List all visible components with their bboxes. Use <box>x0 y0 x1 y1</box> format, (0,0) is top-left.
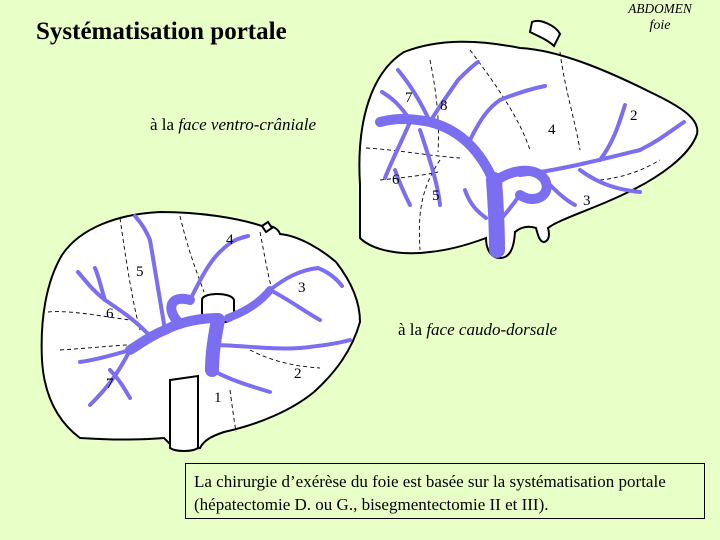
segment-label-top-5: 5 <box>432 188 440 204</box>
section-line-2: foie <box>649 18 671 33</box>
segment-label-top-4: 4 <box>548 122 556 138</box>
portal-trunk-top <box>486 172 505 258</box>
portal-trunk-bottom <box>205 313 225 377</box>
liver-outline-bottom <box>40 210 362 452</box>
segment-lines-bottom <box>47 215 321 433</box>
small-lobe-mark <box>260 220 274 234</box>
section-label: ABDOMEN foie <box>600 2 720 34</box>
slide-title: Systématisation portale <box>36 18 287 45</box>
segment-label-bottom-4: 4 <box>226 232 234 248</box>
liver-outline-top <box>358 40 699 260</box>
caption-top-prefix: à la <box>150 115 179 134</box>
portal-left-branch-bottom <box>224 286 274 322</box>
segment-label-bottom-3: 3 <box>298 280 306 296</box>
caption-top-italic: face ventro-crâniale <box>178 115 317 134</box>
segment-label-top-7: 7 <box>405 90 413 106</box>
liver-caudo-dorsal: 4 5 3 6 7 2 1 <box>40 210 362 452</box>
segment-label-top-8: 8 <box>440 98 448 114</box>
segment-label-bottom-2: 2 <box>294 366 302 382</box>
vena-cava-bottom <box>169 374 199 452</box>
caption-ventro-cranial: à la face ventro-crâniale <box>150 115 316 135</box>
segment-label-bottom-1: 1 <box>214 390 222 406</box>
segment-label-top-3: 3 <box>583 193 591 209</box>
segment-lines-top <box>365 49 661 251</box>
segment-label-bottom-7: 7 <box>106 376 114 392</box>
liver-ventro-cranial: 7 8 4 2 6 5 3 <box>358 20 699 260</box>
surgery-note-box: La chirurgie d’exérèse du foie est basée… <box>185 463 705 519</box>
segment-label-bottom-6: 6 <box>106 306 114 322</box>
caption-bottom-italic: face caudo-dorsale <box>426 320 558 339</box>
portal-twigs-bottom <box>76 214 352 407</box>
caption-caudo-dorsal: à la face caudo-dorsale <box>398 320 557 340</box>
section-line-1: ABDOMEN <box>628 2 692 17</box>
vessel-stump-top <box>528 20 562 48</box>
portal-loop-bottom <box>166 293 195 329</box>
segment-label-bottom-5: 5 <box>136 264 144 280</box>
segment-label-top-6: 6 <box>392 172 400 188</box>
caption-bottom-prefix: à la <box>398 320 427 339</box>
segment-label-top-2: 2 <box>630 108 638 124</box>
portal-twigs-top <box>380 60 686 222</box>
